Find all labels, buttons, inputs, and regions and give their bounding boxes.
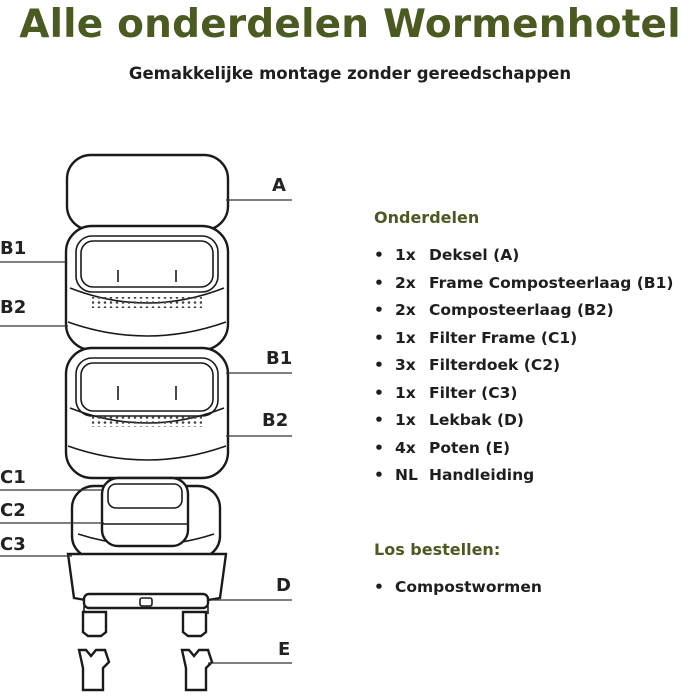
- parts-list: • 1x Deksel (A) • 2x Frame Composteerlaag (B1…: [374, 242, 673, 490]
- list-item: • 3x Filterdoek (C2): [374, 352, 673, 380]
- list-item: • 1x Deksel (A): [374, 242, 673, 270]
- label-b1-top: B1: [0, 238, 26, 259]
- label-b2-top: B2: [0, 297, 26, 318]
- bullet-icon: •: [374, 411, 384, 429]
- list-item: • NL Handleiding: [374, 462, 673, 490]
- bullet-icon: •: [374, 246, 384, 264]
- bullet-icon: •: [374, 301, 384, 319]
- item-name: Composteerlaag (B2): [429, 301, 614, 319]
- page-title: Alle onderdelen Wormenhotel: [19, 2, 681, 47]
- item-name: Lekbak (D): [429, 411, 524, 429]
- item-name: Deksel (A): [429, 246, 520, 264]
- filter-assembly-c: [70, 476, 222, 560]
- list-item: • 2x Frame Composteerlaag (B1): [374, 270, 673, 298]
- label-c1: C1: [0, 467, 26, 488]
- item-name: Frame Composteerlaag (B1): [429, 273, 674, 292]
- item-quantity: NL: [395, 466, 418, 484]
- item-name: Handleiding: [429, 466, 535, 484]
- bullet-icon: •: [374, 466, 384, 484]
- page-subtitle: Gemakkelijke montage zonder gereedschapp…: [128, 64, 572, 83]
- bullet-icon: •: [374, 356, 384, 374]
- bullet-icon: •: [374, 273, 384, 292]
- bullet-icon: •: [374, 578, 384, 596]
- item-quantity: 1x: [395, 246, 416, 264]
- drip-tray-part-d: [66, 552, 228, 614]
- leader-lines: [0, 199, 292, 664]
- bullet-icon: •: [374, 438, 384, 457]
- list-item: • 1x Lekbak (D): [374, 407, 673, 435]
- label-d: D: [276, 575, 291, 596]
- item-quantity: 1x: [395, 411, 416, 429]
- list-item: • 2x Composteerlaag (B2): [374, 297, 673, 325]
- label-c3: C3: [0, 534, 26, 555]
- item-name: Filterdoek (C2): [429, 356, 561, 374]
- item-quantity: 4x: [395, 438, 416, 457]
- item-name: Compostwormen: [395, 578, 542, 596]
- parts-heading: Onderdelen: [374, 208, 480, 227]
- bullet-icon: •: [374, 383, 384, 402]
- item-quantity: 2x: [395, 301, 416, 319]
- label-b2-mid: B2: [262, 410, 288, 431]
- list-item: • 1x Filter Frame (C1): [374, 325, 673, 353]
- bullet-icon: •: [374, 328, 384, 347]
- label-c2: C2: [0, 500, 26, 521]
- item-quantity: 1x: [395, 383, 416, 402]
- tray-upper: [64, 224, 230, 352]
- list-item: • Compostwormen: [374, 574, 542, 602]
- tray-middle: [64, 346, 230, 480]
- order-list: • Compostwormen: [374, 574, 542, 602]
- order-heading: Los bestellen:: [374, 540, 501, 559]
- lid-part-a: [65, 153, 230, 232]
- item-quantity: 2x: [395, 273, 416, 292]
- label-e: E: [278, 639, 290, 660]
- exploded-diagram: A B1 B2 B1 B2 C1 C2 C3 D E: [0, 153, 292, 692]
- item-name: Filter Frame (C1): [429, 328, 578, 347]
- list-item: • 4x Poten (E): [374, 435, 673, 463]
- label-a: A: [272, 175, 286, 196]
- legs-part-e: [77, 610, 214, 692]
- item-name: Filter (C3): [429, 383, 518, 402]
- item-quantity: 1x: [395, 328, 416, 347]
- list-item: • 1x Filter (C3): [374, 380, 673, 408]
- item-quantity: 3x: [395, 356, 416, 374]
- item-name: Poten (E): [429, 438, 511, 457]
- label-b1-mid: B1: [266, 348, 292, 369]
